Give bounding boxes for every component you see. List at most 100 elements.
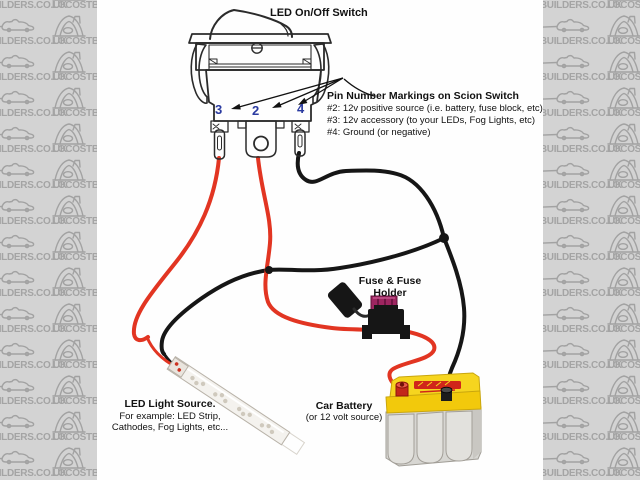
watermark-tile: LOCOSTBUILDERS.CO.UK bbox=[607, 15, 640, 52]
car-front-icon bbox=[607, 339, 640, 361]
watermark-text: LOCOSTBUILDERS.CO.UK bbox=[52, 252, 97, 263]
watermark-text: LOCOSTBUILDERS.CO.UK bbox=[0, 216, 67, 227]
watermark-text: LOCOSTBUILDERS.CO.UK bbox=[52, 288, 97, 299]
car-side-icon bbox=[543, 126, 590, 141]
watermark-tile: LOCOSTBUILDERS.CO.UK bbox=[52, 159, 97, 196]
led-label-line2: For example: LED Strip, bbox=[119, 410, 221, 422]
watermark-tile: LOCOSTBUILDERS.CO.UK bbox=[52, 87, 97, 124]
car-battery-label: Car Battery (or 12 volt source) bbox=[288, 400, 400, 424]
watermark-tile: LOCOSTBUILDERS.CO.UK bbox=[607, 267, 640, 304]
watermark-tile: LOCOSTBUILDERS.CO.UK bbox=[607, 339, 640, 376]
watermark-tile: LOCOSTBUILDERS.CO.UK bbox=[0, 232, 67, 268]
car-side-icon bbox=[0, 126, 35, 141]
watermark-text: LOCOSTBUILDERS.CO.UK bbox=[0, 180, 67, 191]
watermark-tile: LOCOSTBUILDERS.CO.UK bbox=[543, 88, 622, 124]
watermark-text: LOCOSTBUILDERS.CO.UK bbox=[607, 288, 640, 299]
watermark-text: LOCOSTBUILDERS.CO.UK bbox=[543, 468, 622, 479]
car-side-icon bbox=[0, 18, 35, 33]
car-side-icon bbox=[0, 90, 35, 105]
watermark-text: LOCOSTBUILDERS.CO.UK bbox=[52, 144, 97, 155]
car-front-icon bbox=[607, 87, 640, 109]
car-front-icon bbox=[607, 51, 640, 73]
watermark-tile: LOCOSTBUILDERS.CO.UK bbox=[607, 159, 640, 196]
battery-label-line1: Car Battery bbox=[315, 400, 373, 412]
switch-terminal-2 bbox=[237, 120, 285, 158]
watermark-tile: LOCOSTBUILDERS.CO.UK bbox=[543, 340, 622, 376]
watermark-tile: LOCOSTBUILDERS.CO.UK bbox=[543, 16, 622, 52]
car-side-icon bbox=[0, 378, 35, 393]
fuse-holder-drawing bbox=[327, 282, 410, 339]
car-front-icon bbox=[607, 123, 640, 145]
watermark-text: LOCOSTBUILDERS.CO.UK bbox=[543, 72, 622, 83]
watermark-text: LOCOSTBUILDERS.CO.UK bbox=[543, 360, 622, 371]
car-side-icon bbox=[543, 18, 590, 33]
watermark-tile: LOCOSTBUILDERS.CO.UK bbox=[543, 52, 622, 88]
car-side-icon bbox=[543, 162, 590, 177]
watermark-tile: LOCOSTBUILDERS.CO.UK bbox=[0, 0, 67, 16]
watermark-text: LOCOSTBUILDERS.CO.UK bbox=[52, 396, 97, 407]
watermark-tile: LOCOSTBUILDERS.CO.UK bbox=[543, 0, 622, 16]
watermark-tile: LOCOSTBUILDERS.CO.UK bbox=[52, 123, 97, 160]
watermark-text: LOCOSTBUILDERS.CO.UK bbox=[0, 0, 67, 11]
watermark-tile: LOCOSTBUILDERS.CO.UK bbox=[52, 195, 97, 232]
watermark-tile: LOCOSTBUILDERS.CO.UK bbox=[0, 268, 67, 304]
watermark-text: LOCOSTBUILDERS.CO.UK bbox=[52, 0, 97, 11]
watermark-tile: LOCOSTBUILDERS.CO.UK bbox=[52, 375, 97, 412]
watermark-tile: LOCOSTBUILDERS.CO.UK bbox=[607, 375, 640, 412]
watermark-text: LOCOSTBUILDERS.CO.UK bbox=[52, 36, 97, 47]
car-side-icon bbox=[543, 234, 590, 249]
watermark-text: LOCOSTBUILDERS.CO.UK bbox=[0, 360, 67, 371]
watermark-text: LOCOSTBUILDERS.CO.UK bbox=[607, 432, 640, 443]
battery-label-line2: (or 12 volt source) bbox=[305, 412, 383, 423]
car-side-icon bbox=[543, 414, 590, 429]
watermark-tile: LOCOSTBUILDERS.CO.UK bbox=[0, 448, 67, 480]
watermark-tile: LOCOSTBUILDERS.CO.UK bbox=[0, 196, 67, 232]
car-side-icon bbox=[0, 198, 35, 213]
watermark-tile: LOCOSTBUILDERS.CO.UK bbox=[607, 123, 640, 160]
watermark-text: LOCOSTBUILDERS.CO.UK bbox=[543, 144, 622, 155]
watermark-text: LOCOSTBUILDERS.CO.UK bbox=[607, 0, 640, 11]
car-front-icon bbox=[607, 231, 640, 253]
watermark-text: LOCOSTBUILDERS.CO.UK bbox=[543, 108, 622, 119]
watermark-text: LOCOSTBUILDERS.CO.UK bbox=[607, 324, 640, 335]
led-label-line3: Cathodes, Fog Lights, etc... bbox=[111, 422, 229, 433]
car-side-icon bbox=[543, 342, 590, 357]
watermark-band-left: LOCOSTBUILDERS.CO.UKLOCOSTBUILDERS.CO.UK… bbox=[0, 0, 97, 480]
watermark-tile: LOCOSTBUILDERS.CO.UK bbox=[52, 411, 97, 448]
led-source-label: LED Light Source. For example: LED Strip… bbox=[100, 398, 240, 434]
car-front-icon bbox=[52, 267, 86, 289]
watermark-tile: LOCOSTBUILDERS.CO.UK bbox=[0, 160, 67, 196]
watermark-text: LOCOSTBUILDERS.CO.UK bbox=[52, 216, 97, 227]
annotation-arrows bbox=[231, 77, 375, 110]
watermark-tile: LOCOSTBUILDERS.CO.UK bbox=[543, 124, 622, 160]
car-front-icon bbox=[607, 447, 640, 469]
watermark-text: LOCOSTBUILDERS.CO.UK bbox=[543, 396, 622, 407]
watermark-tile: LOCOSTBUILDERS.CO.UK bbox=[607, 195, 640, 232]
watermark-text: LOCOSTBUILDERS.CO.UK bbox=[607, 216, 640, 227]
watermark-tile: LOCOSTBUILDERS.CO.UK bbox=[0, 52, 67, 88]
wire-junction-dot bbox=[439, 233, 449, 243]
car-front-icon bbox=[52, 339, 86, 361]
watermark-tile: LOCOSTBUILDERS.CO.UK bbox=[52, 267, 97, 304]
car-side-icon bbox=[0, 270, 35, 285]
car-side-icon bbox=[0, 306, 35, 321]
watermark-text: LOCOSTBUILDERS.CO.UK bbox=[52, 360, 97, 371]
watermark-text: LOCOSTBUILDERS.CO.UK bbox=[607, 360, 640, 371]
car-front-icon bbox=[52, 123, 86, 145]
watermark-tile: LOCOSTBUILDERS.CO.UK bbox=[607, 303, 640, 340]
watermark-text: LOCOSTBUILDERS.CO.UK bbox=[0, 432, 67, 443]
battery-drawing bbox=[385, 372, 482, 467]
watermark-tile: LOCOSTBUILDERS.CO.UK bbox=[52, 0, 97, 16]
wire-red-pin3-to-led bbox=[131, 156, 221, 343]
wire-black-junction-to-battery bbox=[442, 236, 467, 390]
car-front-icon bbox=[607, 303, 640, 325]
watermark-tile: LOCOSTBUILDERS.CO.UK bbox=[543, 196, 622, 232]
watermark-text: LOCOSTBUILDERS.CO.UK bbox=[607, 36, 640, 47]
watermark-tile: LOCOSTBUILDERS.CO.UK bbox=[0, 412, 67, 448]
watermark-tile: LOCOSTBUILDERS.CO.UK bbox=[52, 303, 97, 340]
watermark-text: LOCOSTBUILDERS.CO.UK bbox=[607, 72, 640, 83]
car-side-icon bbox=[0, 450, 35, 465]
watermark-tile: LOCOSTBUILDERS.CO.UK bbox=[52, 15, 97, 52]
pin-number-4: 4 bbox=[297, 101, 305, 116]
